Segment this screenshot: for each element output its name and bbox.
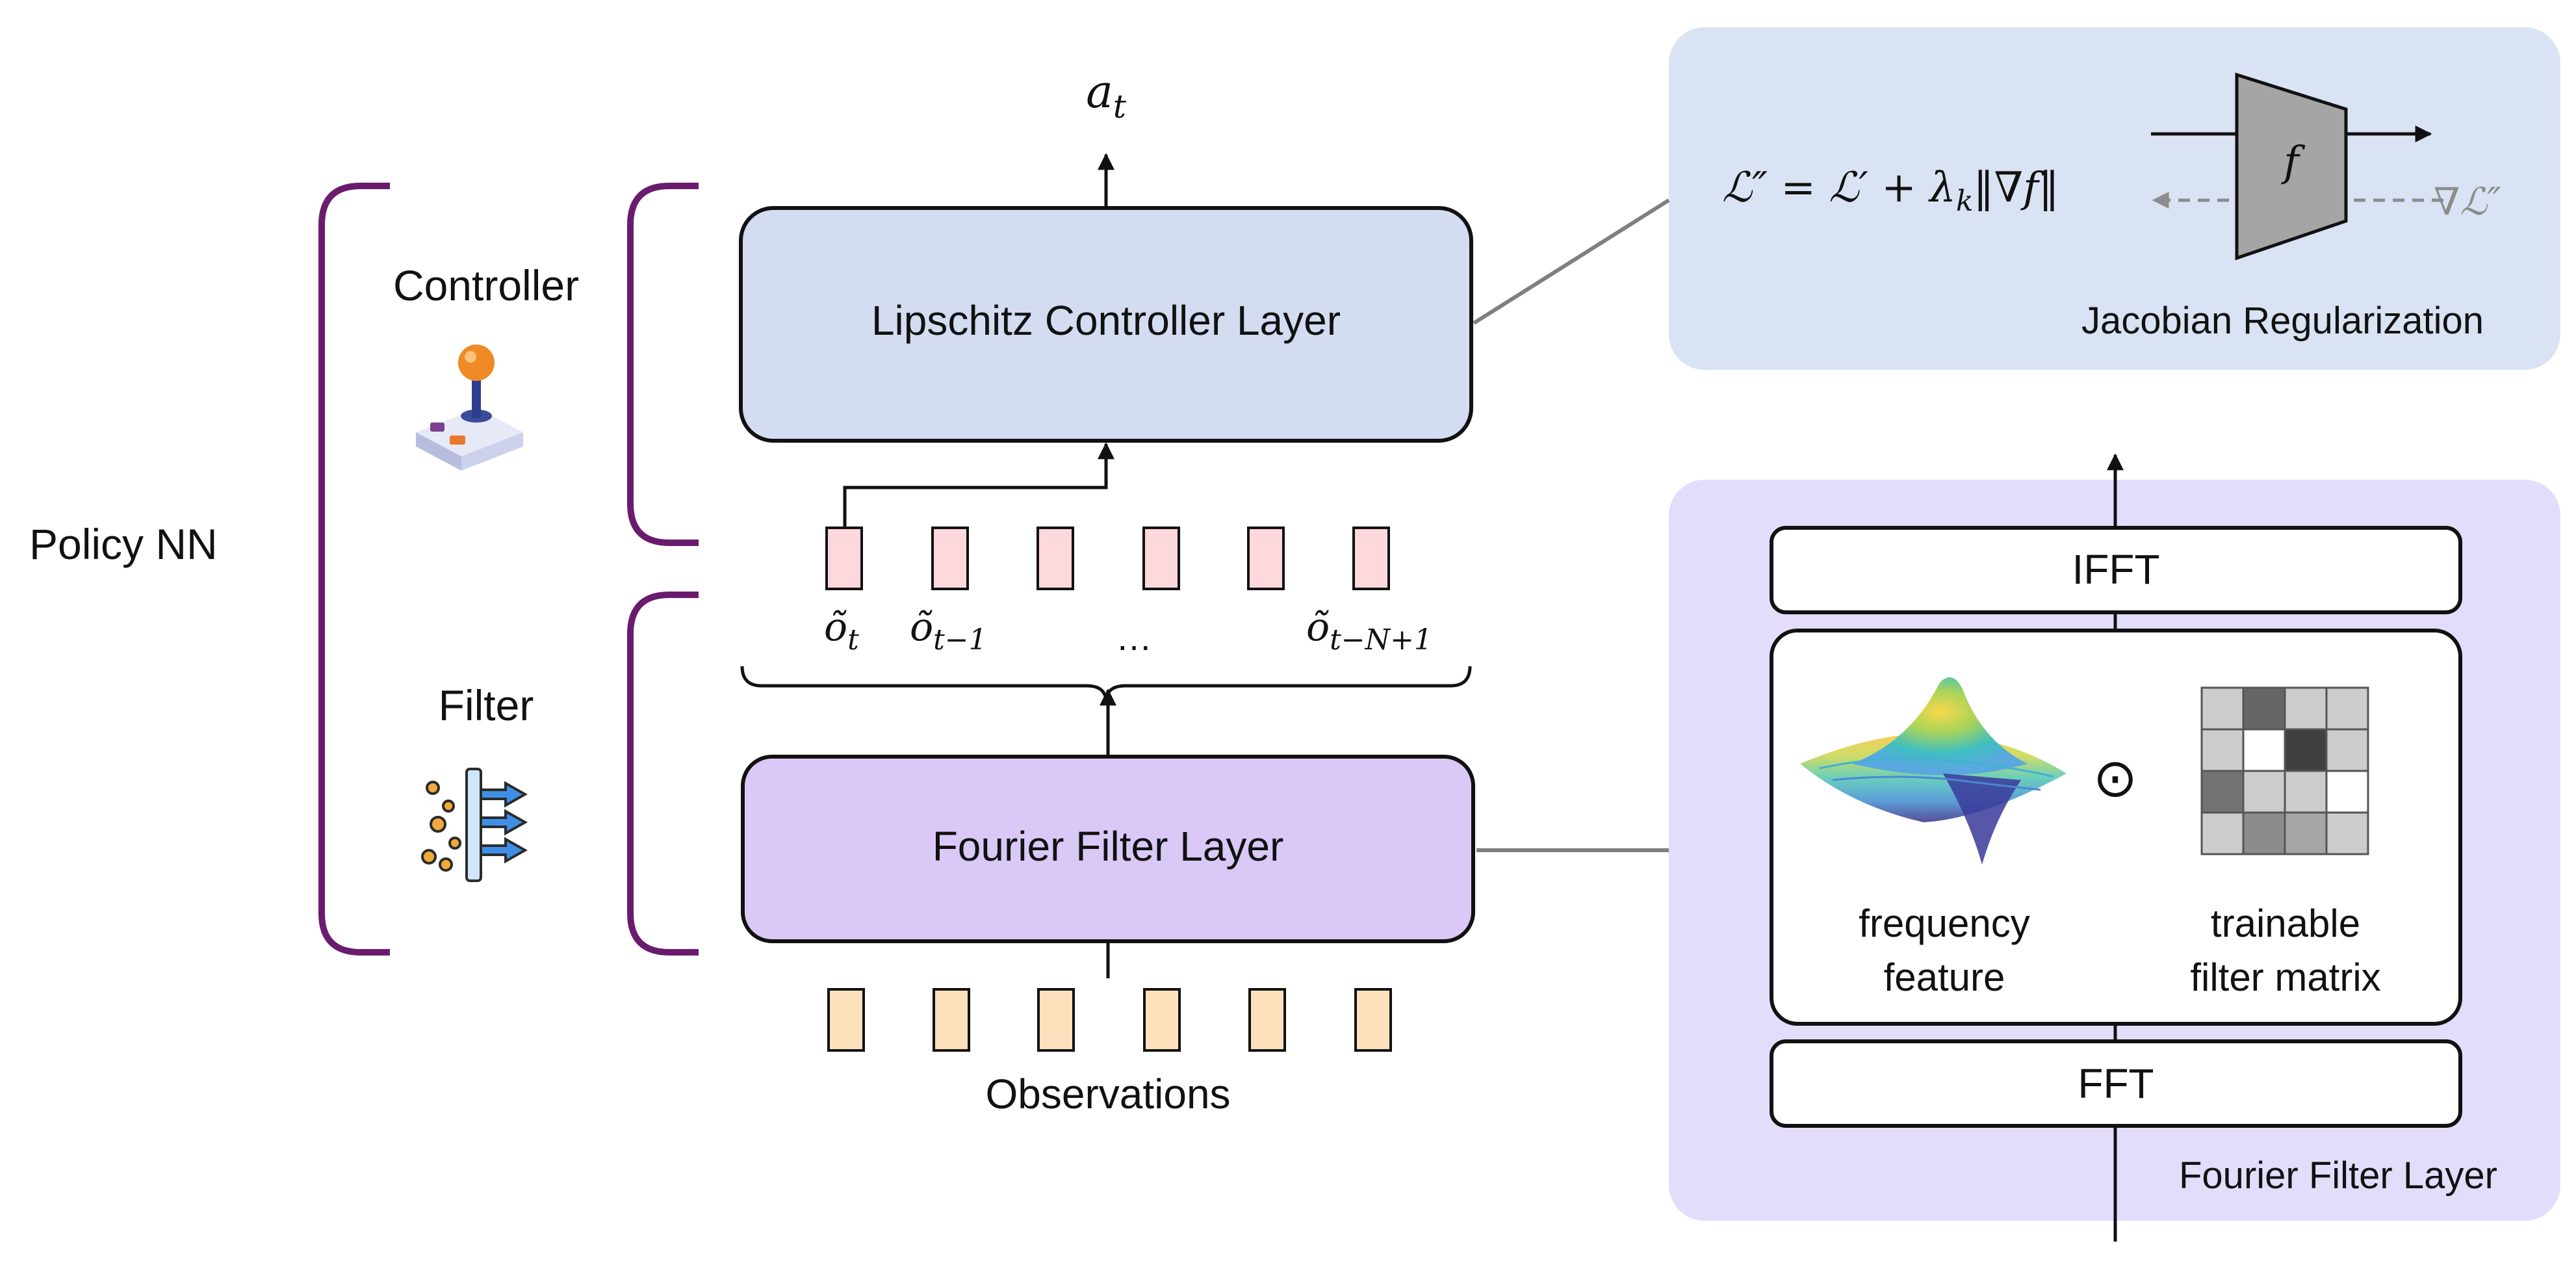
observation-box <box>1354 988 1392 1052</box>
observation-box <box>1037 988 1075 1052</box>
ifft-label: IFFT <box>2072 546 2159 593</box>
sequence-label-t: õt <box>824 605 859 657</box>
gradient-label: ∇ℒ″ <box>2434 179 2501 224</box>
controller-label: Controller <box>393 261 579 309</box>
function-trapezoid <box>2235 72 2348 261</box>
observation-sequence <box>827 988 1392 1052</box>
filtered-obs-box <box>931 527 969 590</box>
jacobian-equation: ℒ″ = ℒ′ + λk‖∇f‖ <box>1722 164 2059 218</box>
connector-controller-to-jacobian <box>1473 198 1670 325</box>
filter-matrix-grid <box>2200 686 2369 855</box>
controller-bracket <box>627 183 699 546</box>
hadamard-operator: ⊙ <box>2093 749 2138 808</box>
filter-matrix-cell <box>2200 811 2245 855</box>
fourier-panel-title: Fourier Filter Layer <box>2179 1154 2497 1197</box>
filter-matrix-cell <box>2242 686 2286 731</box>
observation-box <box>827 988 865 1052</box>
filter-matrix-cell <box>2242 770 2286 814</box>
jacobian-title: Jacobian Regularization <box>2081 300 2484 342</box>
filter-matrix-cell <box>2325 686 2369 731</box>
sequence-label-t-1: õt−1 <box>910 605 987 657</box>
policy-bracket <box>318 183 390 956</box>
filtered-obs-box <box>1142 527 1180 590</box>
filter-label: Filter <box>439 681 534 729</box>
sequence-brace <box>740 666 1472 703</box>
observations-label: Observations <box>985 1071 1230 1117</box>
filter-matrix-cell <box>2200 686 2245 731</box>
filtered-obs-box <box>1037 527 1074 590</box>
controller-layer-label: Lipschitz Controller Layer <box>871 297 1341 344</box>
filter-matrix-cell <box>2200 728 2245 772</box>
filtered-sequence <box>825 527 1390 590</box>
fft-label: FFT <box>2078 1060 2154 1107</box>
output-label: at <box>1086 65 1127 125</box>
sequence-to-controller-arrow <box>843 442 1114 528</box>
sequence-ellipsis: … <box>1116 617 1152 658</box>
filter-matrix-cell <box>2242 728 2286 772</box>
filter-matrix-label-line2: filter matrix <box>2190 956 2380 999</box>
filter-matrix-cell <box>2325 728 2369 772</box>
filter-matrix-cell <box>2325 770 2369 814</box>
fft-box <box>1770 1039 2462 1128</box>
frequency-surface-image <box>1800 677 2067 865</box>
filter-matrix-cell <box>2325 811 2369 855</box>
frequency-feature-label-line2: feature <box>1884 956 2005 999</box>
filter-matrix-cell <box>2284 811 2328 855</box>
observation-box <box>933 988 970 1052</box>
filter-bracket <box>627 592 699 956</box>
joystick-icon <box>416 345 523 471</box>
filtered-obs-box <box>1352 527 1390 590</box>
sequence-label-t-n-1: õt−N+1 <box>1306 605 1432 657</box>
filter-matrix-cell <box>2284 728 2328 772</box>
filtered-obs-box <box>825 527 863 590</box>
observation-box <box>1248 988 1286 1052</box>
filter-matrix-cell <box>2284 770 2328 814</box>
frequency-feature-label-line1: frequency <box>1859 902 2030 945</box>
filter-matrix-label-line1: trainable <box>2211 902 2360 945</box>
filtered-obs-box <box>1247 527 1285 590</box>
filter-matrix-cell <box>2200 770 2245 814</box>
observation-box <box>1143 988 1181 1052</box>
filter-matrix-cell <box>2242 811 2286 855</box>
filter-layer-label: Fourier Filter Layer <box>933 823 1284 870</box>
ifft-box <box>1770 526 2462 614</box>
filter-matrix-cell <box>2284 686 2328 731</box>
policy-label: Policy NN <box>29 520 218 568</box>
particle-filter-icon <box>421 768 528 882</box>
